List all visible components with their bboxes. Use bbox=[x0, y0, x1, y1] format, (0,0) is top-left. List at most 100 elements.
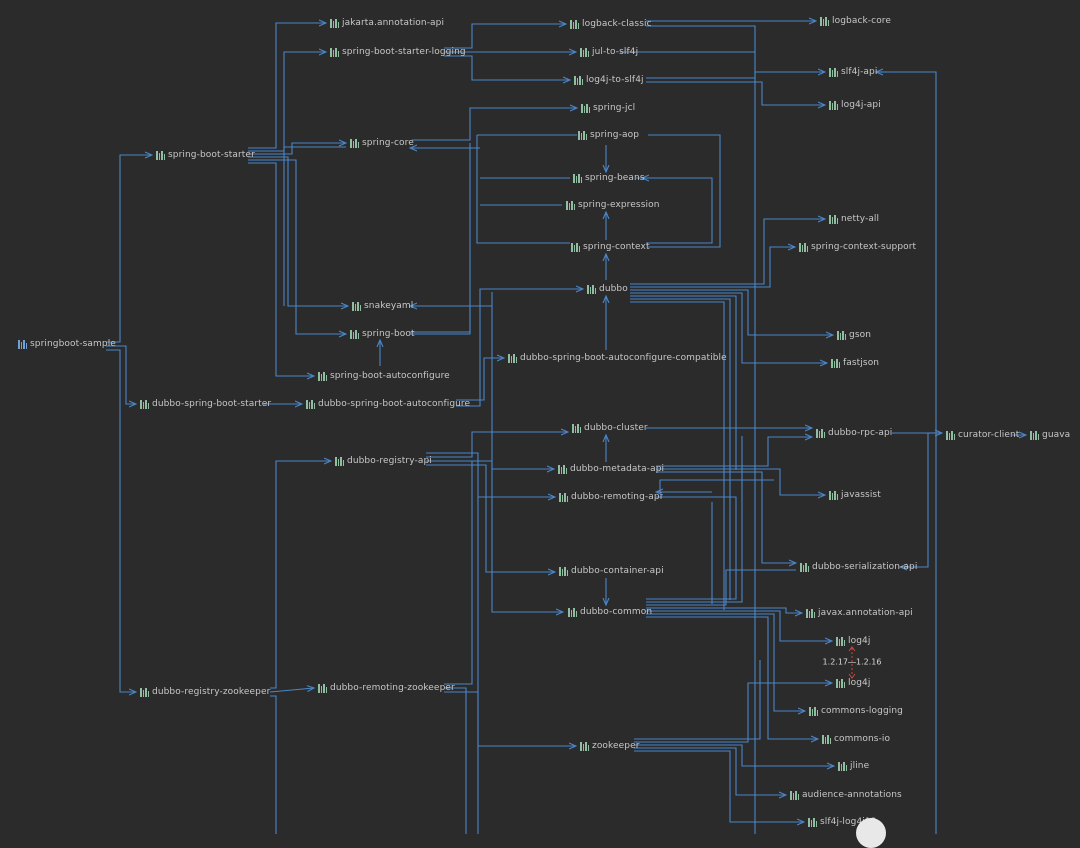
node-logback-core[interactable]: logback-core bbox=[820, 13, 891, 29]
node-label: log4j bbox=[848, 636, 871, 646]
node-spring-core[interactable]: spring-core bbox=[350, 135, 414, 151]
node-slf4j-log4j12[interactable]: slf4j-log4j12 bbox=[808, 814, 877, 830]
node-springboot-sample[interactable]: springboot-sample bbox=[18, 336, 116, 352]
node-label: snakeyaml bbox=[364, 301, 414, 311]
node-audience-annotations[interactable]: audience-annotations bbox=[790, 787, 902, 803]
node-label: spring-boot-autoconfigure bbox=[330, 371, 450, 381]
version-conflict-label: 1.2.17―1.2.16 bbox=[822, 657, 882, 667]
node-dubbo-remoting-zookeeper[interactable]: dubbo-remoting-zookeeper bbox=[318, 680, 455, 696]
library-icon bbox=[829, 100, 838, 110]
node-guava[interactable]: guava bbox=[1030, 427, 1070, 443]
library-icon bbox=[318, 371, 327, 381]
library-icon bbox=[581, 103, 590, 113]
node-spring-jcl[interactable]: spring-jcl bbox=[581, 100, 635, 116]
node-dubbo-container-api[interactable]: dubbo-container-api bbox=[559, 563, 664, 579]
node-label: dubbo-spring-boot-autoconfigure-compatib… bbox=[520, 353, 727, 363]
node-dubbo-cluster[interactable]: dubbo-cluster bbox=[572, 420, 648, 436]
node-commons-io[interactable]: commons-io bbox=[822, 731, 890, 747]
node-dubbo-serialization-api[interactable]: dubbo-serialization-api bbox=[800, 559, 917, 575]
node-spring-aop[interactable]: spring-aop bbox=[578, 127, 639, 143]
node-label: dubbo-common bbox=[580, 607, 653, 617]
node-fastjson[interactable]: fastjson bbox=[831, 355, 879, 371]
node-jakarta-annotation-api[interactable]: jakarta.annotation-api bbox=[330, 15, 444, 31]
node-logback-classic[interactable]: logback-classic bbox=[570, 16, 652, 32]
library-icon bbox=[330, 47, 339, 57]
node-label: dubbo-metadata-api bbox=[570, 464, 665, 474]
node-label: spring-boot-starter-logging bbox=[342, 47, 466, 57]
node-dubbo-registry-api[interactable]: dubbo-registry-api bbox=[335, 453, 432, 469]
node-javassist[interactable]: javassist bbox=[829, 487, 881, 503]
node-spring-boot-autoconfigure[interactable]: spring-boot-autoconfigure bbox=[318, 368, 450, 384]
node-dubbo-registry-zookeeper[interactable]: dubbo-registry-zookeeper bbox=[140, 684, 270, 700]
node-label: log4j-api bbox=[841, 100, 881, 110]
node-spring-beans[interactable]: spring-beans bbox=[573, 170, 645, 186]
node-label: netty-all bbox=[841, 214, 880, 224]
node-label: zookeeper bbox=[592, 741, 640, 751]
library-icon bbox=[1030, 430, 1039, 440]
library-icon bbox=[570, 19, 579, 29]
library-icon bbox=[836, 636, 845, 646]
node-label: gson bbox=[849, 330, 872, 340]
node-log4j-b[interactable]: log4j bbox=[836, 675, 870, 691]
library-icon bbox=[573, 173, 582, 183]
node-jul-to-slf4j[interactable]: jul-to-slf4j bbox=[580, 44, 638, 60]
library-icon bbox=[306, 399, 315, 409]
node-label: audience-annotations bbox=[802, 790, 902, 800]
node-label: springboot-sample bbox=[30, 339, 116, 349]
library-icon bbox=[156, 150, 165, 160]
node-spring-boot[interactable]: spring-boot bbox=[350, 326, 415, 342]
node-label: guava bbox=[1042, 430, 1071, 440]
node-spring-context[interactable]: spring-context bbox=[571, 239, 650, 255]
library-icon bbox=[572, 423, 581, 433]
library-icon bbox=[831, 358, 840, 368]
node-label: javax.annotation-api bbox=[818, 608, 913, 618]
node-netty-all[interactable]: netty-all bbox=[829, 211, 879, 227]
node-label: spring-expression bbox=[578, 200, 660, 210]
library-icon bbox=[318, 683, 327, 693]
node-label: dubbo bbox=[599, 284, 628, 294]
library-icon bbox=[808, 817, 817, 827]
module-icon bbox=[18, 339, 27, 349]
node-label: dubbo-remoting-api bbox=[571, 492, 663, 502]
node-spring-context-support[interactable]: spring-context-support bbox=[799, 239, 916, 255]
node-dubbo-spring-boot-autoconfigure-compatible[interactable]: dubbo-spring-boot-autoconfigure-compatib… bbox=[508, 350, 727, 366]
node-dubbo-metadata-api[interactable]: dubbo-metadata-api bbox=[558, 461, 664, 477]
node-label: dubbo-registry-api bbox=[347, 456, 432, 466]
node-commons-logging[interactable]: commons-logging bbox=[809, 703, 903, 719]
node-label: jakarta.annotation-api bbox=[342, 18, 445, 28]
node-curator-client[interactable]: curator-client bbox=[946, 427, 1019, 443]
node-spring-boot-starter-logging[interactable]: spring-boot-starter-logging bbox=[330, 44, 466, 60]
node-log4j-a[interactable]: log4j bbox=[836, 633, 870, 649]
node-label: dubbo-registry-zookeeper bbox=[152, 687, 271, 697]
node-zookeeper[interactable]: zookeeper bbox=[580, 738, 640, 754]
node-dubbo-rpc-api[interactable]: dubbo-rpc-api bbox=[816, 425, 892, 441]
node-label: dubbo-container-api bbox=[571, 566, 664, 576]
node-label: log4j bbox=[848, 678, 871, 688]
node-jline[interactable]: jline bbox=[838, 758, 869, 774]
node-snakeyaml[interactable]: snakeyaml bbox=[352, 298, 413, 314]
library-icon bbox=[140, 687, 149, 697]
node-log4j-api[interactable]: log4j-api bbox=[829, 97, 881, 113]
node-dubbo[interactable]: dubbo bbox=[587, 281, 628, 297]
node-label: slf4j-log4j12 bbox=[820, 817, 877, 827]
node-spring-expression[interactable]: spring-expression bbox=[566, 197, 660, 213]
node-log4j-to-slf4j[interactable]: log4j-to-slf4j bbox=[574, 72, 644, 88]
library-icon bbox=[790, 790, 799, 800]
node-spring-boot-starter[interactable]: spring-boot-starter bbox=[156, 147, 255, 163]
node-slf4j-api[interactable]: slf4j-api bbox=[829, 64, 877, 80]
node-dubbo-common[interactable]: dubbo-common bbox=[568, 604, 652, 620]
node-dubbo-spring-boot-starter[interactable]: dubbo-spring-boot-starter bbox=[140, 396, 271, 412]
node-gson[interactable]: gson bbox=[837, 327, 871, 343]
floating-action-button[interactable] bbox=[856, 818, 886, 848]
node-javax-annotation-api[interactable]: javax.annotation-api bbox=[806, 605, 913, 621]
library-icon bbox=[820, 16, 829, 26]
node-dubbo-remoting-api[interactable]: dubbo-remoting-api bbox=[559, 489, 662, 505]
node-dubbo-spring-boot-autoconfigure[interactable]: dubbo-spring-boot-autoconfigure bbox=[306, 396, 470, 412]
library-icon bbox=[580, 741, 589, 751]
node-label: curator-client bbox=[958, 430, 1020, 440]
node-label: spring-aop bbox=[590, 130, 640, 140]
node-label: spring-core bbox=[362, 138, 414, 148]
node-label: dubbo-spring-boot-starter bbox=[152, 399, 272, 409]
library-icon bbox=[829, 490, 838, 500]
library-icon bbox=[946, 430, 955, 440]
